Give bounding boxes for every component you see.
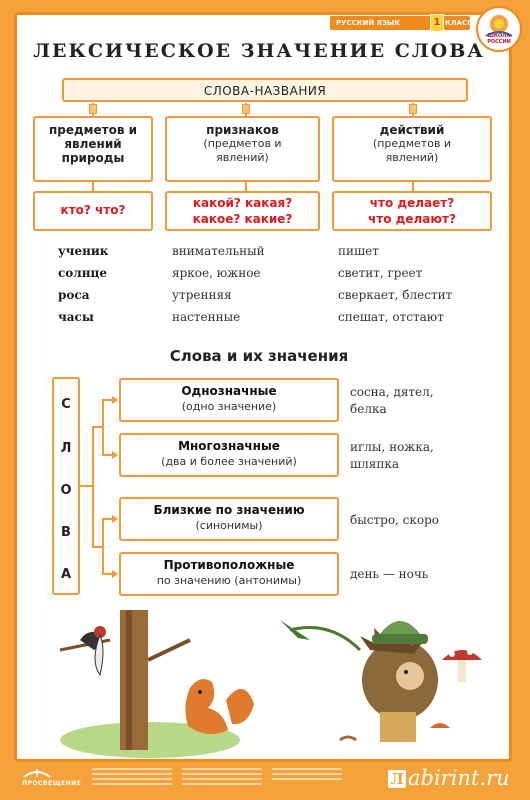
category-nouns-box: предметов и явлений природы [33, 116, 153, 182]
category-adjectives-box: признаков (предметов и явлений) [165, 116, 320, 182]
meaning-box-monosemous: Однозначные (одно значение) [119, 378, 339, 422]
meaning-type: Однозначные [181, 384, 277, 398]
arrow-line [102, 399, 112, 401]
meaning-desc: (два и более значений) [161, 455, 297, 468]
letter: А [60, 567, 72, 582]
meaning-box-synonyms: Близкие по значению (синонимы) [119, 497, 339, 541]
category-subtitle: (предметов и явлений) [372, 137, 452, 164]
meaning-type: Противоположные [163, 558, 295, 572]
school-russia-logo: ШКОЛА РОССИИ [476, 6, 522, 52]
meanings-heading: Слова и их значения [169, 347, 349, 365]
question-box: что делает? что делают? [332, 191, 492, 231]
letter: С [61, 397, 71, 412]
book-icon [23, 769, 51, 778]
question-text: кто? что? [60, 203, 126, 217]
bracket-line [102, 399, 104, 455]
arrow-head-icon [112, 515, 118, 523]
connector-node [409, 104, 417, 114]
question-box: кто? что? [33, 191, 153, 231]
category-header-box: СЛОВА-НАЗВАНИЯ [62, 78, 468, 102]
category-header-label: СЛОВА-НАЗВАНИЯ [203, 84, 327, 98]
publisher-name: ПРОСВЕЩЕНИЕ [22, 780, 82, 787]
category-title: предметов и явлений природы [48, 123, 138, 165]
example-word: часы [58, 310, 94, 324]
meaning-box-polysemous: Многозначные (два и более значений) [119, 433, 339, 477]
arrow-line [102, 573, 112, 575]
watermark-text: abirint.ru [408, 766, 510, 790]
category-title: действий [379, 123, 445, 137]
meaning-desc: по значению (антонимы) [156, 574, 302, 587]
meaning-examples: сосна, дятел, белка [350, 385, 434, 416]
forest-illustration [59, 610, 482, 758]
question-box: какой? какая? какое? какие? [165, 191, 320, 231]
subject-label: РУССКИЙ ЯЗЫК [336, 19, 401, 27]
question-text: какой? какая? какое? какие? [192, 196, 293, 226]
bracket-line [102, 518, 104, 574]
connector-line [92, 182, 94, 191]
meaning-desc: (синонимы) [195, 519, 263, 532]
subject-banner: РУССКИЙ ЯЗЫК КЛАСС [330, 16, 473, 30]
arrow-line [102, 454, 112, 456]
bracket-line [92, 426, 102, 428]
example-word: сверкает, блестит [338, 288, 453, 302]
category-title: признаков [206, 123, 279, 137]
meaning-type: Близкие по значению [153, 503, 305, 517]
example-word: спешат, отстают [338, 310, 444, 324]
footer-fineprint [272, 765, 342, 791]
footer-fineprint [92, 765, 172, 791]
logo-caption: ШКОЛА РОССИИ [487, 33, 511, 45]
category-subtitle: (предметов и явлений) [203, 137, 282, 164]
example-word: внимательный [172, 244, 265, 258]
arrow-line [102, 518, 112, 520]
watermark-l-icon: Л [388, 770, 406, 788]
meaning-examples: иглы, ножка, шляпка [350, 440, 434, 471]
connector-node [242, 104, 250, 114]
connector-line [245, 182, 247, 191]
meaning-box-antonyms: Противоположные по значению (антонимы) [119, 552, 339, 596]
example-word: ученик [58, 244, 109, 258]
meaning-desc: (одно значение) [181, 400, 277, 413]
page-title: ЛЕКСИЧЕСКОЕ ЗНАЧЕНИЕ СЛОВА [33, 40, 485, 62]
arrow-head-icon [112, 451, 118, 459]
letter: Л [60, 441, 72, 456]
letter: О [60, 483, 72, 498]
bracket-line [80, 485, 92, 487]
bracket-line [92, 546, 102, 548]
letter: В [61, 525, 71, 540]
example-word: утренняя [172, 288, 232, 302]
category-verbs-box: действий (предметов и явлений) [332, 116, 492, 182]
arrow-head-icon [112, 570, 118, 578]
sun-emblem-icon [485, 15, 513, 37]
bracket-line [92, 426, 94, 546]
example-word: пишет [338, 244, 379, 258]
question-text: что делает? что делают? [368, 196, 456, 226]
example-word: солнце [58, 266, 108, 280]
publisher-logo: ПРОСВЕЩЕНИЕ [22, 764, 82, 790]
connector-line [412, 182, 414, 191]
meaning-examples: быстро, скоро [350, 513, 440, 527]
grade-badge: 1 [430, 14, 444, 32]
slova-vertical-box: С Л О В А [52, 377, 80, 595]
connector-node [89, 104, 97, 114]
example-word: яркое, южное [172, 266, 261, 280]
example-word: настенные [172, 310, 241, 324]
grade-label: КЛАСС [445, 19, 473, 27]
arrow-head-icon [112, 396, 118, 404]
example-word: роса [58, 288, 90, 302]
meaning-examples: день — ночь [350, 567, 429, 581]
footer-fineprint [182, 765, 262, 791]
meaning-type: Многозначные [178, 439, 280, 453]
example-word: светит, греет [338, 266, 423, 280]
